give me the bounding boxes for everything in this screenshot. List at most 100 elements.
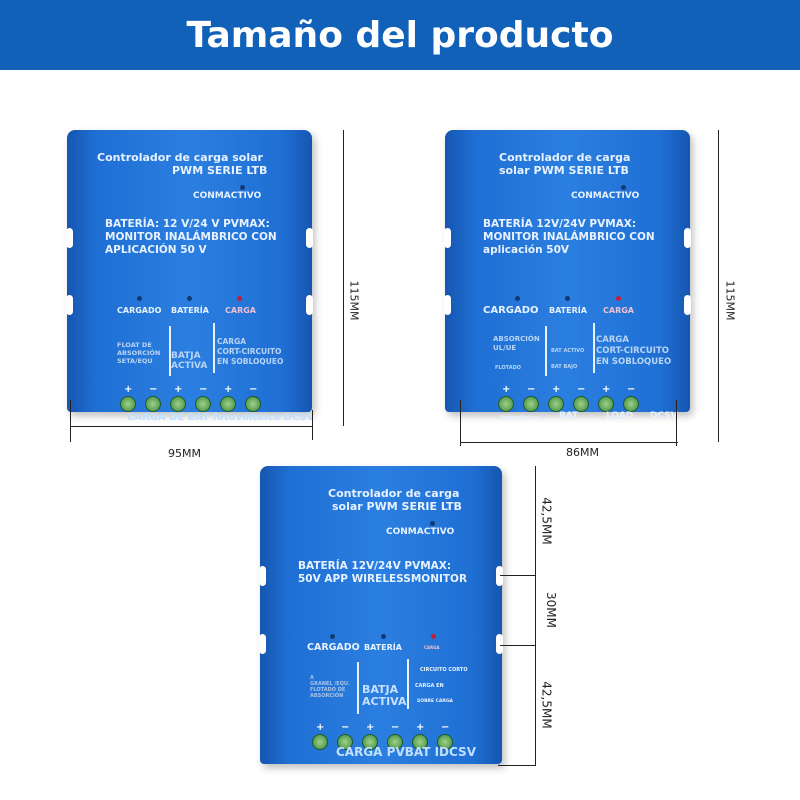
terminal-legend: BAT	[559, 411, 579, 421]
polarity-label: +	[552, 384, 561, 395]
mode-label: CARGA	[596, 335, 629, 345]
mount-slot	[684, 295, 691, 315]
mode-label: FLOTADO DE	[310, 687, 346, 693]
led-load	[431, 634, 436, 639]
mount-slot	[306, 228, 313, 248]
mode-label: CARGA EN	[415, 683, 444, 689]
mode-label: GRANEL /EQU.	[310, 681, 350, 687]
led-battery	[565, 296, 570, 301]
screw-terminal	[548, 396, 564, 412]
status-led	[430, 521, 435, 526]
status-led	[240, 185, 245, 190]
mode-label: ABSORCIÓN	[117, 349, 161, 357]
screw-terminal	[337, 734, 353, 750]
dimension-line	[460, 442, 678, 443]
led-label: BATERÍA	[364, 643, 402, 652]
spec-line: APLICACIÓN 50 V	[105, 244, 207, 256]
screw-terminal	[523, 396, 539, 412]
dimension-line	[70, 400, 71, 442]
page-title: Tamaño del producto	[186, 14, 614, 56]
spec-line: BATERÍA: 12 V/24 V PVMAX:	[105, 218, 270, 230]
mount-slot	[444, 295, 451, 315]
screw-terminal	[598, 396, 614, 412]
device-subtitle: PWM SERIE LTB	[172, 164, 268, 177]
screw-terminal	[145, 396, 161, 412]
spec-line: 50V APP WIRELESSMONITOR	[298, 573, 468, 585]
polarity-label: −	[249, 384, 258, 395]
led-label: CARGA	[225, 306, 256, 315]
polarity-label: +	[224, 384, 233, 395]
mode-label: CORT-CIRCUITO	[217, 347, 282, 356]
mount-slot	[684, 228, 691, 248]
led-label: CARGADO	[483, 305, 539, 316]
led-load	[616, 296, 621, 301]
divider	[407, 659, 409, 709]
led-load	[237, 296, 242, 301]
led-battery	[187, 296, 192, 301]
screw-terminal	[573, 396, 589, 412]
dimension-line	[718, 130, 719, 442]
polarity-label: +	[502, 384, 511, 395]
screw-terminal	[437, 734, 453, 750]
top-section-label: 42,5MM	[539, 497, 554, 545]
mode-label: BAT ACTIVO	[551, 348, 585, 354]
mode-label: UL/UE	[493, 344, 517, 352]
polarity-label: +	[416, 722, 425, 733]
status-label: CONMACTIVO	[386, 527, 455, 537]
spec-line: BATERÍA 12V/24V PVMAX:	[298, 560, 452, 572]
dimension-tick	[500, 645, 536, 646]
mount-slot	[306, 295, 313, 315]
led-label: CARGA	[603, 306, 634, 315]
led-battery	[381, 634, 386, 639]
dimension-line	[535, 466, 536, 766]
screw-terminal	[387, 734, 403, 750]
spec-line: MONITOR INALÁMBRICO CON	[105, 231, 277, 243]
mode-label: BATJA	[171, 351, 201, 361]
polarity-label: −	[441, 722, 450, 733]
dimension-line	[70, 426, 312, 427]
mount-slot	[496, 634, 503, 654]
polarity-label: −	[149, 384, 158, 395]
mode-label: ACTIVA	[362, 695, 407, 708]
polarity-label: −	[341, 722, 350, 733]
dimension-line	[343, 130, 344, 426]
device-title: Controlador de carga	[328, 487, 460, 500]
spec-line: MONITOR INALÁMBRICO CON	[483, 231, 655, 243]
mode-label: SETA/EQU	[117, 357, 153, 365]
led-label: CARGADO	[117, 306, 162, 315]
charge-controller-side: Controlador de carga solar PWM SERIE LTB…	[259, 466, 503, 764]
dimension-line	[312, 410, 313, 440]
divider	[213, 323, 215, 373]
screw-terminal	[195, 396, 211, 412]
charge-controller-95mm: Controlador de carga solar PWM SERIE LTB…	[66, 130, 314, 423]
mode-label: CIRCUITO CORTO	[420, 667, 468, 673]
led-label: BATERÍA	[171, 306, 209, 315]
device-subtitle: solar PWM SERIE LTB	[332, 500, 462, 513]
mount-slot	[66, 295, 73, 315]
screw-terminal	[220, 396, 236, 412]
mode-label: BATJA	[362, 683, 399, 696]
dimension-line	[676, 400, 677, 446]
mount-slot	[444, 228, 451, 248]
led-charged	[330, 634, 335, 639]
mount-slot	[496, 566, 503, 586]
polarity-label: +	[316, 722, 325, 733]
terminal-legend: fotovoltaico	[501, 415, 539, 421]
polarity-label: −	[627, 384, 636, 395]
terminal-legend: CARGA PVBAT IDCSV	[336, 745, 476, 759]
mode-label: SOBRE CARGA	[417, 699, 454, 704]
height-label: 115MM	[723, 280, 737, 321]
led-charged	[137, 296, 142, 301]
width-label: 86MM	[566, 446, 599, 459]
dimension-tick	[500, 575, 536, 576]
divider	[357, 662, 359, 714]
middle-section-label: 30MM	[543, 592, 558, 628]
mode-label: A	[310, 675, 314, 681]
led-label: BATERÍA	[549, 306, 587, 315]
terminal-legend: LOAD	[606, 411, 634, 421]
terminal-legend: CARGA DE BAT fotovoltaica DCSV	[127, 412, 315, 423]
polarity-label: +	[602, 384, 611, 395]
polarity-label: −	[391, 722, 400, 733]
screw-terminal	[170, 396, 186, 412]
mount-slot	[259, 634, 266, 654]
